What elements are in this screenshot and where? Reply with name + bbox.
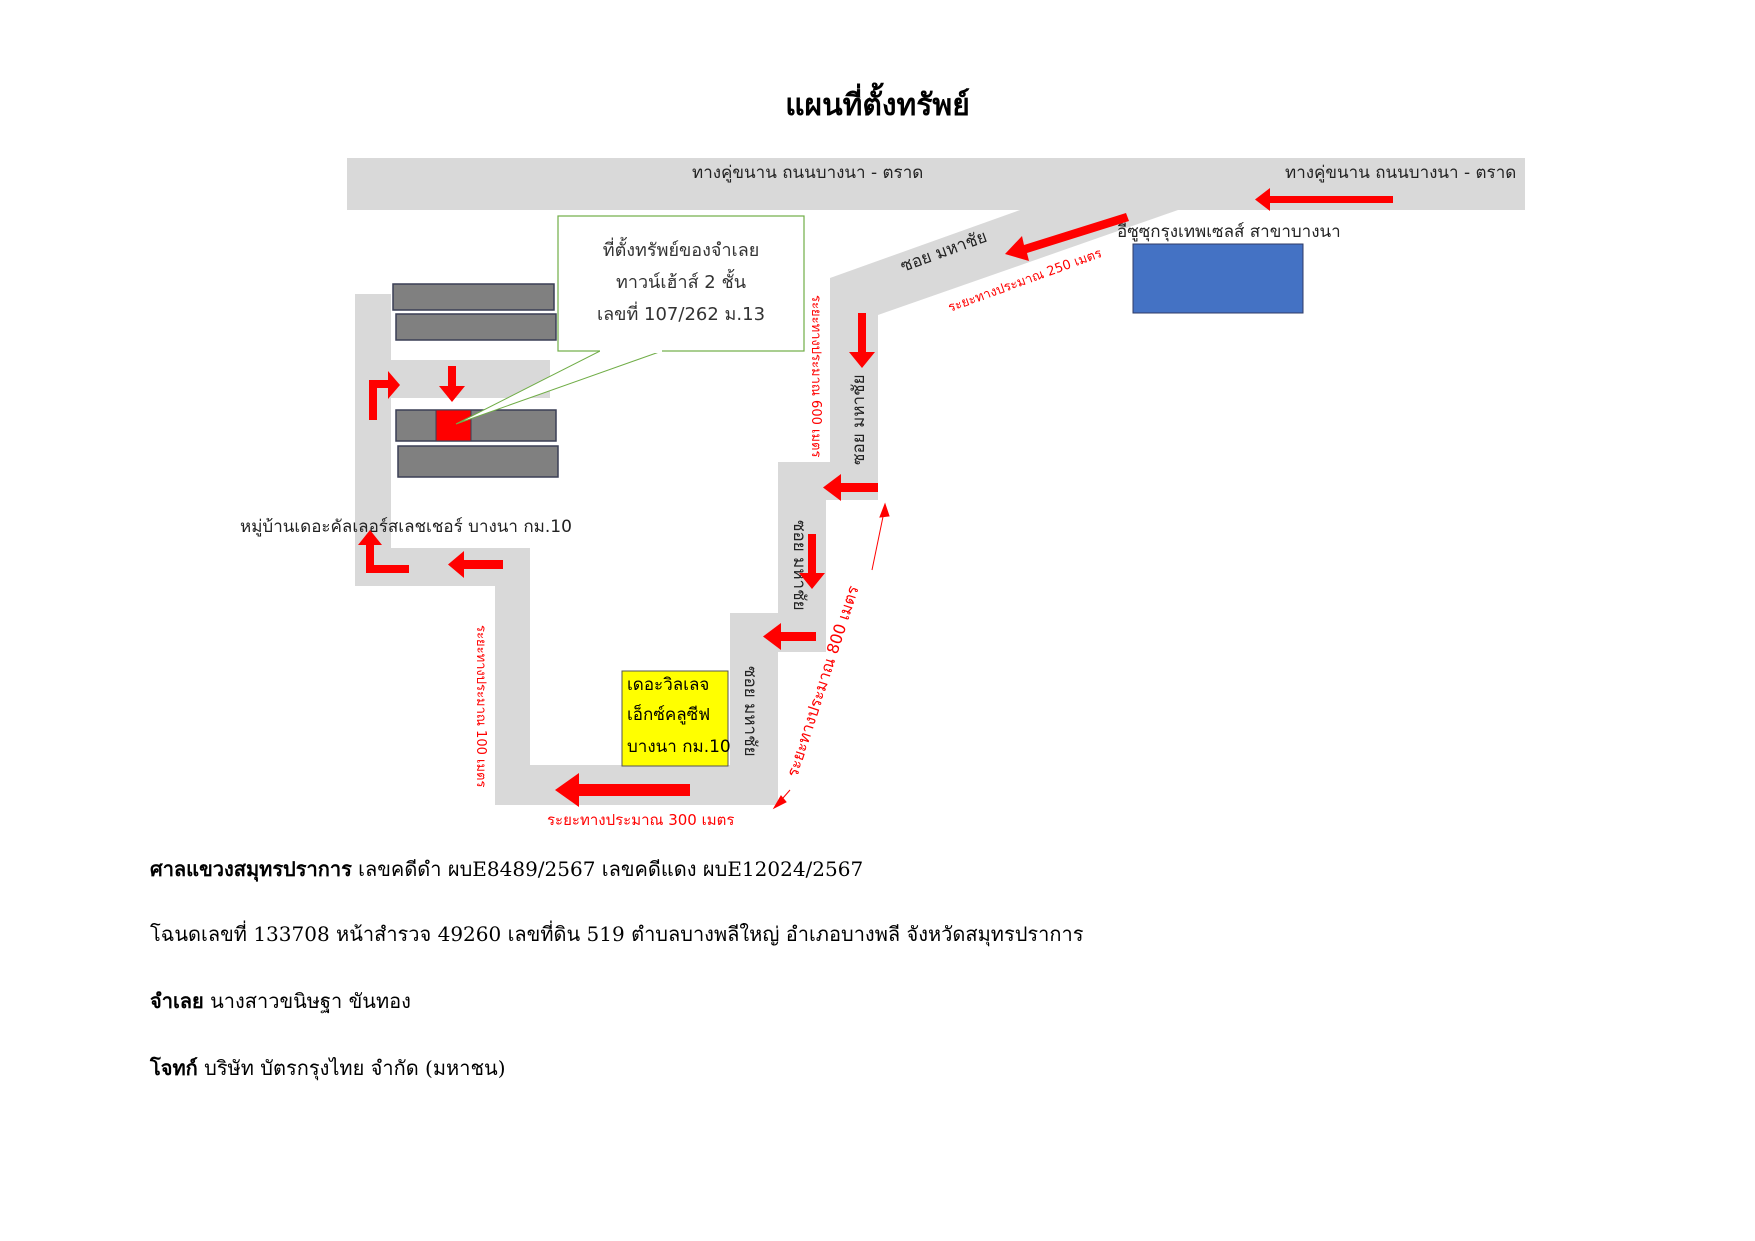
court-label: ศาลแขวงสมุทรปราการ xyxy=(150,857,352,881)
soi-label-2: ซอย มหาชัย xyxy=(849,374,869,465)
village-box-line2: เอ็กซ์คลูซีฟ xyxy=(627,703,710,725)
arrow-icon xyxy=(358,530,409,573)
arrow-icon xyxy=(555,773,690,807)
defendant-label: จำเลย xyxy=(150,989,204,1013)
callout-box xyxy=(557,215,805,352)
village-box-line1: เดอะวิลเลจ xyxy=(627,675,709,695)
callout-line2: ทาวน์เฮ้าส์ 2 ชั้น xyxy=(616,269,746,293)
defendant-name: นางสาวขนิษฐา ขันทอง xyxy=(203,989,411,1013)
distance-800-marker xyxy=(772,502,890,810)
soi-label-3: ซอย มหาชัย xyxy=(789,520,809,611)
road-village-vertical-right xyxy=(495,548,530,805)
roads xyxy=(347,158,1525,805)
village-box xyxy=(621,670,729,767)
arrow-icon xyxy=(439,366,465,402)
soi-label-4: ซอย มหาชัย xyxy=(740,666,760,757)
arrow-icon xyxy=(763,623,816,650)
arrow-icon xyxy=(823,474,878,501)
distance-100: ระยะทางประมาณ 100 เมตร xyxy=(473,625,488,787)
arrow-icon xyxy=(369,371,400,420)
plaintiff-info: โจทก์ บริษัท บัตรกรุงไทย จำกัด (มหาชน) xyxy=(150,1052,506,1084)
arrow-icon xyxy=(1255,188,1393,211)
callout-line3: เลขที่ 107/262 ม.13 xyxy=(597,301,765,325)
direction-arrows xyxy=(358,188,1393,807)
arrow-icon xyxy=(799,534,825,589)
road-label-bangna-trad-1: ทางคู่ขนาน ถนนบางนา - ตราด xyxy=(692,163,923,183)
building-row-2 xyxy=(395,313,557,341)
plaintiff-name: บริษัท บัตรกรุงไทย จำกัด (มหาชน) xyxy=(197,1056,506,1080)
building-row-4 xyxy=(397,445,559,478)
distance-600: ระยะทางประมาณ 600 เมตร xyxy=(808,295,823,457)
village-label: หมู่บ้านเดอะคัลเลอร์สเลชเชอร์ บางนา กม.1… xyxy=(240,517,572,537)
building-row-1 xyxy=(392,283,555,311)
arrow-icon xyxy=(849,313,875,368)
village-box-line3: บางนา กม.10 xyxy=(627,737,731,757)
road-soi-mahachai-diagonal xyxy=(830,210,1178,315)
page-title: แผนที่ตั้งทรัพย์ xyxy=(785,88,970,123)
landmark-isuzu-label: อีซูซุกรุงเทพเซลส์ สาขาบางนา xyxy=(1117,222,1341,242)
distance-300: ระยะทางประมาณ 300 เมตร xyxy=(547,811,734,829)
deed-info: โฉนดเลขที่ 133708 หน้าสำรวจ 49260 เลขที่… xyxy=(150,922,1084,946)
defendant-info: จำเลย นางสาวขนิษฐา ขันทอง xyxy=(150,985,411,1017)
property-marker xyxy=(435,409,472,442)
arrow-icon xyxy=(1005,213,1129,261)
road-label-bangna-trad-2: ทางคู่ขนาน ถนนบางนา - ตราด xyxy=(1285,163,1516,183)
court-case-numbers: เลขคดีดำ ผบE8489/2567 เลขคดีแดง ผบE12024… xyxy=(351,857,864,881)
arrow-icon xyxy=(448,551,503,578)
court-info: ศาลแขวงสมุทรปราการ เลขคดีดำ ผบE8489/2567… xyxy=(150,853,863,885)
plaintiff-label: โจทก์ xyxy=(150,1056,198,1080)
callout-line1: ที่ตั้งทรัพย์ของจำเลย xyxy=(603,237,760,261)
isuzu-building xyxy=(1132,243,1304,314)
